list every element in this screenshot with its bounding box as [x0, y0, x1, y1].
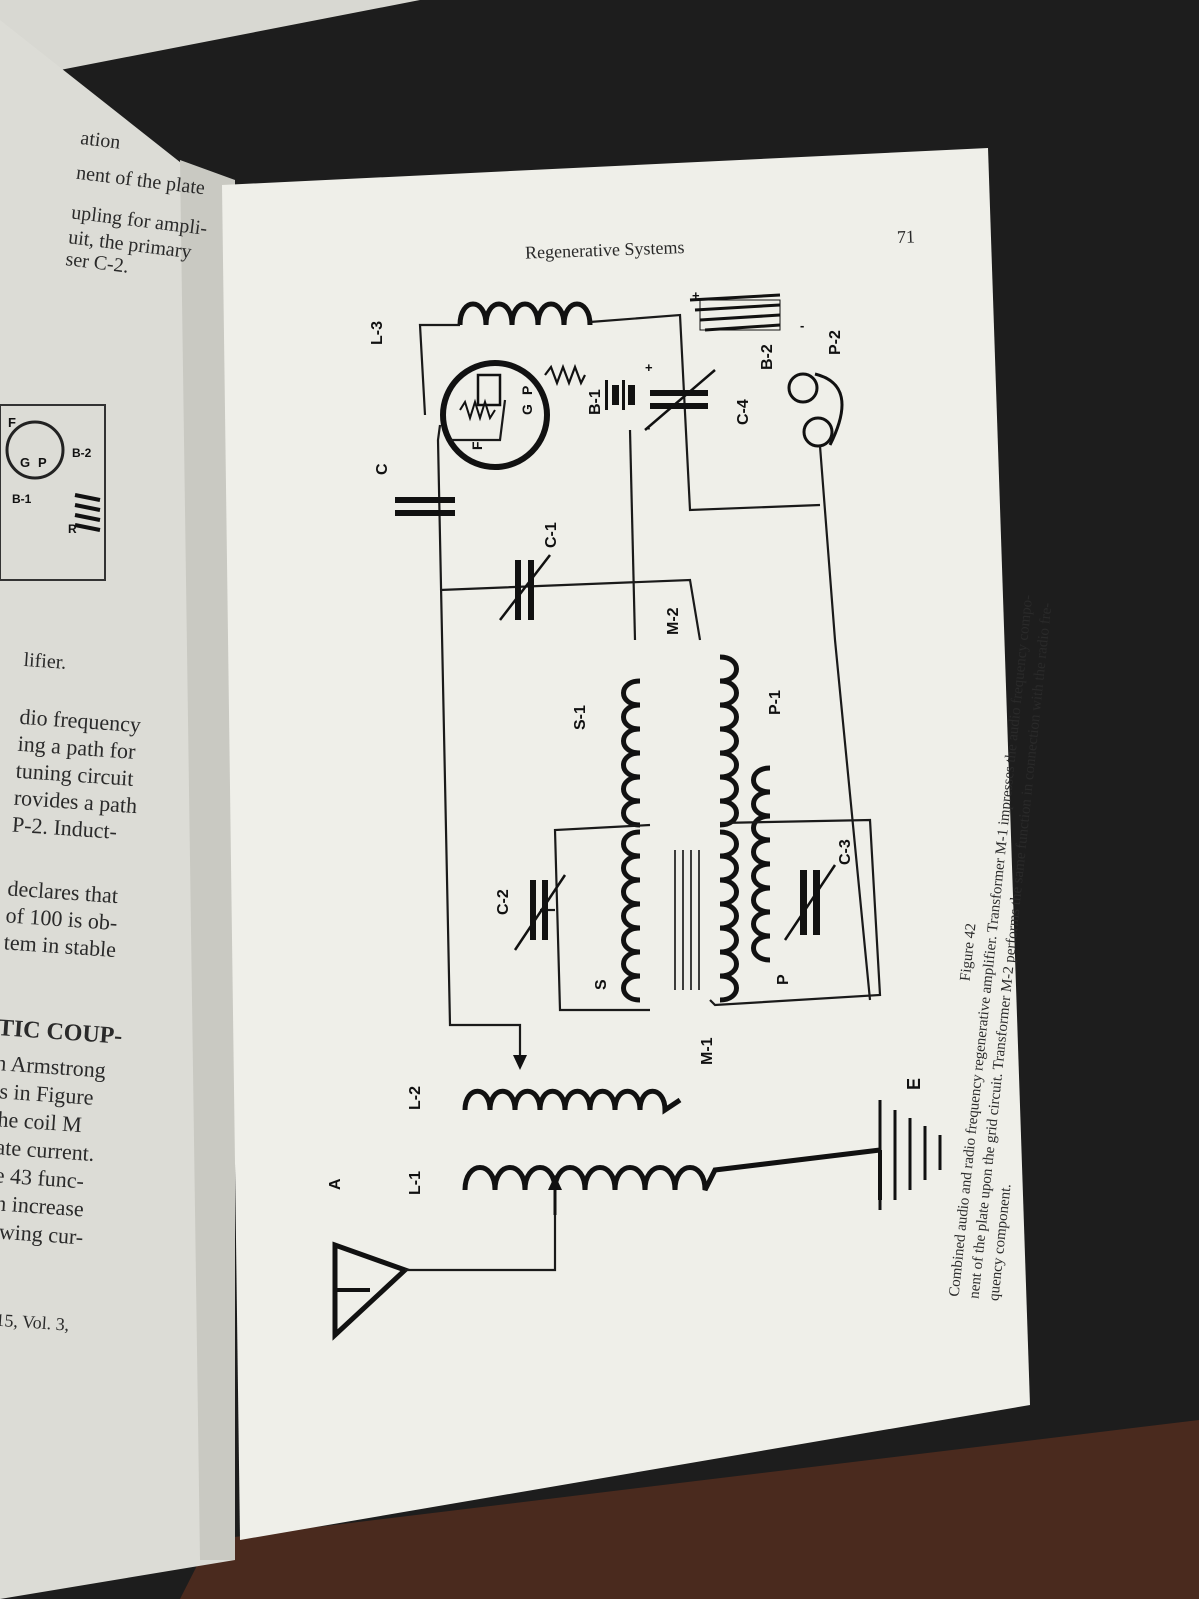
coil-l2	[462, 1088, 682, 1115]
label-e: E	[904, 1078, 924, 1090]
left-fig-label: G	[20, 455, 30, 470]
label-tube-g: G	[519, 404, 535, 415]
capacitor-c3	[783, 864, 837, 941]
label-a: A	[327, 1178, 344, 1190]
label-c: C	[374, 463, 391, 475]
label-plus: +	[692, 288, 700, 303]
label-plus: +	[645, 360, 653, 375]
coil-p1	[719, 654, 739, 828]
label-minus: -	[646, 420, 650, 435]
label-l3: L-3	[369, 321, 386, 345]
left-text-line: e wing cur-	[0, 1218, 84, 1250]
label-m2: M-2	[665, 607, 682, 635]
page-number: 71	[897, 226, 916, 247]
label-b2: B-2	[759, 344, 776, 370]
coil-s	[621, 829, 641, 1003]
left-text-line: an increase	[0, 1190, 85, 1222]
left-page: ation nent of the plate upling for ampli…	[0, 20, 235, 1599]
label-l1: L-1	[407, 1171, 424, 1195]
left-figure: F G P B-2 B-1 R	[0, 404, 106, 581]
left-fig-label: B-2	[72, 446, 92, 460]
battery-b2	[689, 293, 781, 332]
label-c2: C-2	[495, 889, 512, 915]
transformer-m1	[674, 765, 771, 990]
capacitor-c2	[513, 874, 567, 951]
label-m1: M-1	[699, 1037, 716, 1065]
left-text-line: lifier.	[23, 649, 67, 674]
antenna-symbol	[332, 1210, 557, 1341]
label-tube-f: F	[469, 441, 485, 450]
coil-l3	[457, 301, 593, 326]
battery-b1	[605, 380, 635, 410]
left-text-line: re 43 func-	[0, 1162, 85, 1194]
label-l2: L-2	[407, 1086, 424, 1110]
label-p2: P-2	[827, 330, 844, 355]
left-text-line: the coil M	[0, 1106, 83, 1137]
left-fig-label: F	[8, 415, 16, 430]
label-minus: -	[800, 318, 804, 333]
label-s1: S-1	[572, 705, 589, 730]
left-fig-label: P	[38, 455, 47, 470]
figure-label: Figure 42	[958, 923, 980, 982]
left-text-line: ation	[79, 127, 121, 154]
label-p1: P-1	[767, 690, 784, 715]
phones-p2	[787, 372, 872, 1001]
book-cover-edge	[180, 1420, 1199, 1599]
label-c1: C-1	[543, 522, 560, 548]
label-c3: C-3	[837, 839, 854, 865]
coil-p	[719, 829, 739, 1003]
coil-l1	[462, 1147, 881, 1192]
label-c4: C-4	[735, 399, 752, 425]
capacitor-c	[395, 497, 455, 516]
coil-s1	[621, 678, 641, 828]
ground-symbol	[878, 1100, 942, 1210]
capacitor-c1	[499, 554, 551, 621]
left-fig-label: B-1	[12, 492, 32, 506]
label-b1: B-1	[587, 389, 604, 415]
label-p: P	[775, 974, 792, 985]
label-s: S	[593, 979, 610, 990]
loose-paper	[0, 0, 420, 70]
capacitor-c4	[644, 369, 716, 431]
vacuum-tube	[440, 360, 550, 470]
circuit-diagram: A L-1 L-2 L-3 C C-1 C-2 C-3 C-4 S S-1 M-…	[327, 288, 942, 1341]
left-fig-label: R	[68, 522, 77, 536]
label-tube-p: P	[519, 386, 535, 395]
